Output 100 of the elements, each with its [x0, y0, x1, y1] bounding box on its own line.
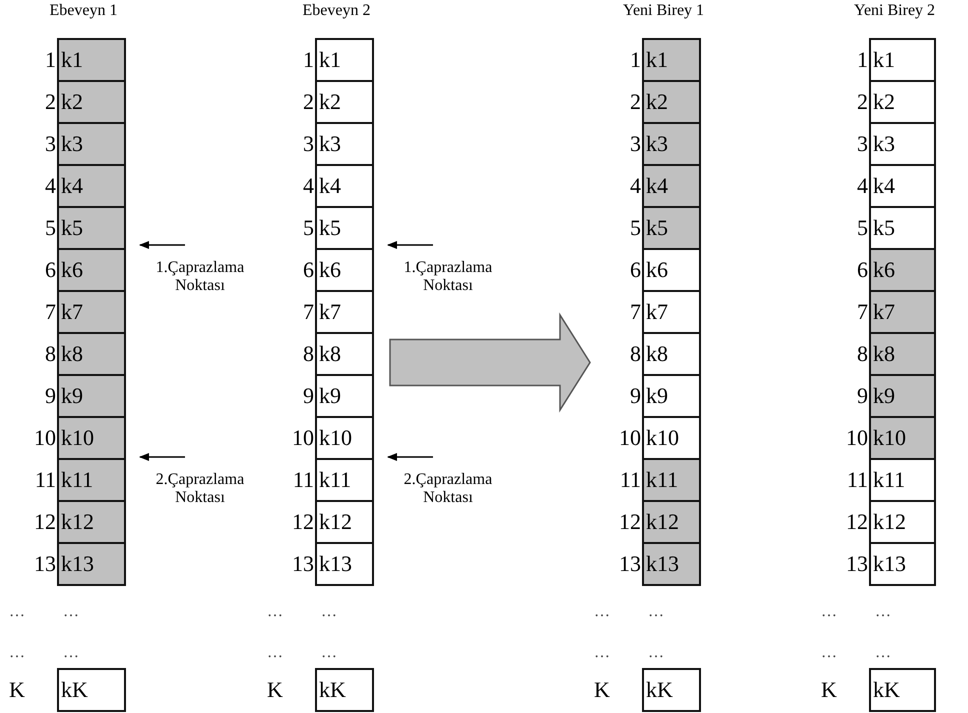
row-number: 1	[630, 46, 641, 74]
row-number: 3	[857, 130, 868, 158]
row-number: 3	[303, 130, 314, 158]
gene-cell: k6	[642, 248, 701, 292]
row-number: 4	[303, 172, 314, 200]
row-number: 5	[857, 214, 868, 242]
ellipsis: …	[821, 644, 837, 662]
gene-cell: k4	[57, 164, 126, 208]
row-number: 9	[45, 382, 56, 410]
ellipsis: …	[267, 603, 283, 621]
gene-cell: k13	[642, 542, 701, 586]
row-number: K	[267, 676, 283, 704]
gene-cell: k12	[57, 500, 126, 544]
ellipsis: …	[594, 644, 610, 662]
ellipsis: …	[321, 603, 337, 621]
row-number: K	[9, 676, 25, 704]
row-number: 9	[630, 382, 641, 410]
gene-cell: k1	[642, 38, 701, 82]
gene-cell: k4	[315, 164, 374, 208]
gene-cell: k6	[869, 248, 936, 292]
gene-cell: kK	[869, 668, 936, 712]
row-number: 13	[292, 550, 314, 578]
row-number: 12	[34, 508, 56, 536]
gene-cell: k8	[57, 332, 126, 376]
gene-cell: k7	[869, 290, 936, 334]
ellipsis: …	[9, 603, 25, 621]
row-number: 5	[630, 214, 641, 242]
leader-arrow	[387, 453, 433, 461]
row-number: 8	[857, 340, 868, 368]
gene-cell: k3	[315, 122, 374, 166]
gene-cell: k11	[57, 458, 126, 502]
row-number: 5	[303, 214, 314, 242]
gene-cell: k9	[642, 374, 701, 418]
row-number: 10	[846, 424, 868, 452]
row-number: 12	[846, 508, 868, 536]
row-number: 1	[303, 46, 314, 74]
gene-cell: k13	[57, 542, 126, 586]
row-number: K	[821, 676, 837, 704]
gene-cell: k7	[642, 290, 701, 334]
gene-cell: k5	[315, 206, 374, 250]
row-number: 7	[630, 298, 641, 326]
row-number: 3	[45, 130, 56, 158]
gene-cell: k11	[315, 458, 374, 502]
gene-cell: k3	[57, 122, 126, 166]
column-heading: Ebeveyn 2	[302, 2, 370, 20]
row-number: 6	[857, 256, 868, 284]
gene-cell: k2	[642, 80, 701, 124]
gene-cell: k2	[57, 80, 126, 124]
gene-cell: k4	[642, 164, 701, 208]
row-number: 7	[45, 298, 56, 326]
gene-cell: k1	[315, 38, 374, 82]
gene-cell: k4	[869, 164, 936, 208]
row-number: 11	[34, 466, 56, 494]
column-heading: Yeni Birey 2	[854, 2, 936, 20]
row-number: 2	[630, 88, 641, 116]
column-heading: Ebeveyn 1	[50, 2, 118, 20]
gene-cell: k11	[642, 458, 701, 502]
row-number: 1	[45, 46, 56, 74]
row-number: 12	[292, 508, 314, 536]
gene-cell: k1	[869, 38, 936, 82]
ellipsis: …	[875, 603, 891, 621]
row-number: 6	[630, 256, 641, 284]
row-number: 13	[619, 550, 641, 578]
row-number: 10	[619, 424, 641, 452]
row-number: 6	[45, 256, 56, 284]
row-number: 8	[303, 340, 314, 368]
row-number: 4	[630, 172, 641, 200]
gene-cell: kK	[315, 668, 374, 712]
gene-cell: k2	[315, 80, 374, 124]
gene-cell: k13	[869, 542, 936, 586]
gene-cell: k3	[642, 122, 701, 166]
gene-cell: k8	[642, 332, 701, 376]
row-number: 11	[846, 466, 868, 494]
row-number: 4	[857, 172, 868, 200]
row-number: 11	[292, 466, 314, 494]
row-number: 7	[857, 298, 868, 326]
row-number: 1	[857, 46, 868, 74]
crossover-point-label: 1.Çaprazlama Noktası	[144, 245, 256, 295]
gene-cell: k10	[57, 416, 126, 460]
gene-cell: k7	[315, 290, 374, 334]
row-number: 10	[34, 424, 56, 452]
row-number: 9	[303, 382, 314, 410]
ellipsis: …	[648, 644, 664, 662]
row-number: 10	[292, 424, 314, 452]
row-number: 9	[857, 382, 868, 410]
gene-cell: k6	[57, 248, 126, 292]
gene-cell: k10	[869, 416, 936, 460]
gene-cell: k10	[315, 416, 374, 460]
row-number: 4	[45, 172, 56, 200]
gene-cell: k10	[642, 416, 701, 460]
row-number: 8	[630, 340, 641, 368]
gene-cell: k12	[642, 500, 701, 544]
gene-cell: k9	[315, 374, 374, 418]
gene-cell: k9	[57, 374, 126, 418]
row-number: 2	[45, 88, 56, 116]
row-number: 12	[619, 508, 641, 536]
gene-cell: k5	[869, 206, 936, 250]
gene-cell: k6	[315, 248, 374, 292]
leader-arrow	[139, 241, 185, 249]
crossover-point-label: 1.Çaprazlama Noktası	[392, 245, 504, 295]
